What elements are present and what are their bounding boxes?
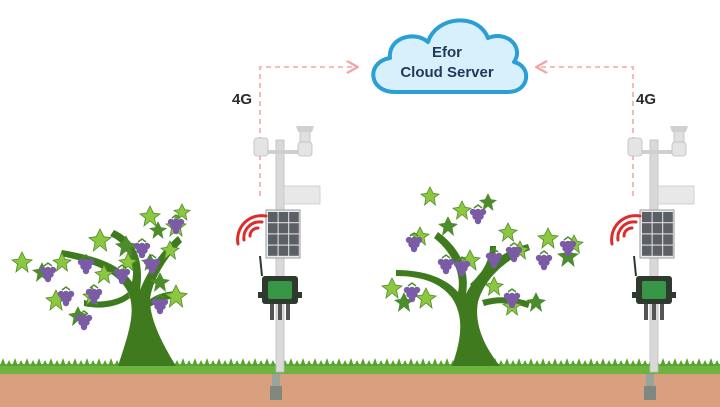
leaf: [419, 186, 441, 207]
grape-cluster: [39, 262, 57, 283]
soil-sensor-icon: [644, 374, 656, 400]
grape-cluster: [75, 310, 93, 331]
leaf: [114, 235, 138, 258]
leaf: [437, 216, 459, 237]
cloud-subtitle: Cloud Server: [400, 64, 494, 81]
grape-cluster: [505, 242, 523, 263]
leaf: [536, 227, 560, 250]
grape-cluster: [437, 254, 455, 275]
leaf: [93, 264, 115, 285]
leaf: [51, 252, 73, 273]
grape-cluster: [57, 286, 75, 307]
leaf: [451, 200, 473, 221]
left-4g-label: 4G: [232, 91, 252, 108]
grape-cluster: [133, 238, 151, 259]
leaf: [149, 272, 171, 293]
grass: [0, 358, 720, 374]
grape-cluster: [559, 236, 577, 257]
grape-cluster: [453, 256, 471, 277]
grape-cluster: [503, 288, 521, 309]
leaf: [414, 287, 438, 310]
weather-station-icon: [610, 126, 695, 400]
grape-cluster: [469, 204, 487, 225]
leaf: [87, 228, 113, 253]
cloud-title: Efor: [432, 44, 462, 61]
grape-cluster: [85, 284, 103, 305]
grape-cluster: [405, 232, 423, 253]
grape-cluster: [143, 254, 161, 275]
grape-cluster: [167, 214, 185, 235]
leaf: [497, 222, 519, 243]
leaf: [525, 292, 547, 313]
foliage: [10, 186, 585, 331]
grape-cluster: [403, 282, 421, 303]
leaf: [148, 221, 168, 240]
weather-station-icon: [236, 126, 321, 400]
grape-cluster: [485, 248, 503, 269]
data-logger-icon: [258, 255, 302, 320]
grape-cluster: [113, 264, 131, 285]
solar-panel-icon: [265, 209, 301, 259]
signal-wave-icon: [610, 214, 642, 246]
soil-sensor-icon: [270, 374, 282, 400]
data-logger-icon: [632, 255, 676, 320]
link-right: [538, 67, 634, 196]
link-left: [259, 67, 356, 196]
grape-cluster: [535, 250, 553, 271]
grape-cluster: [151, 294, 169, 315]
leaf: [478, 193, 498, 212]
leaf: [163, 284, 189, 309]
solar-panel-icon: [639, 209, 675, 259]
leaf: [138, 205, 162, 228]
leaf: [159, 240, 181, 261]
grape-cluster: [77, 254, 95, 275]
soil: [0, 372, 720, 407]
leaf: [483, 276, 505, 297]
signal-wave-icon: [236, 214, 268, 246]
leaf: [380, 277, 404, 300]
right-4g-label: 4G: [636, 91, 656, 108]
leaf: [10, 251, 34, 274]
cloud-icon: [371, 18, 529, 94]
